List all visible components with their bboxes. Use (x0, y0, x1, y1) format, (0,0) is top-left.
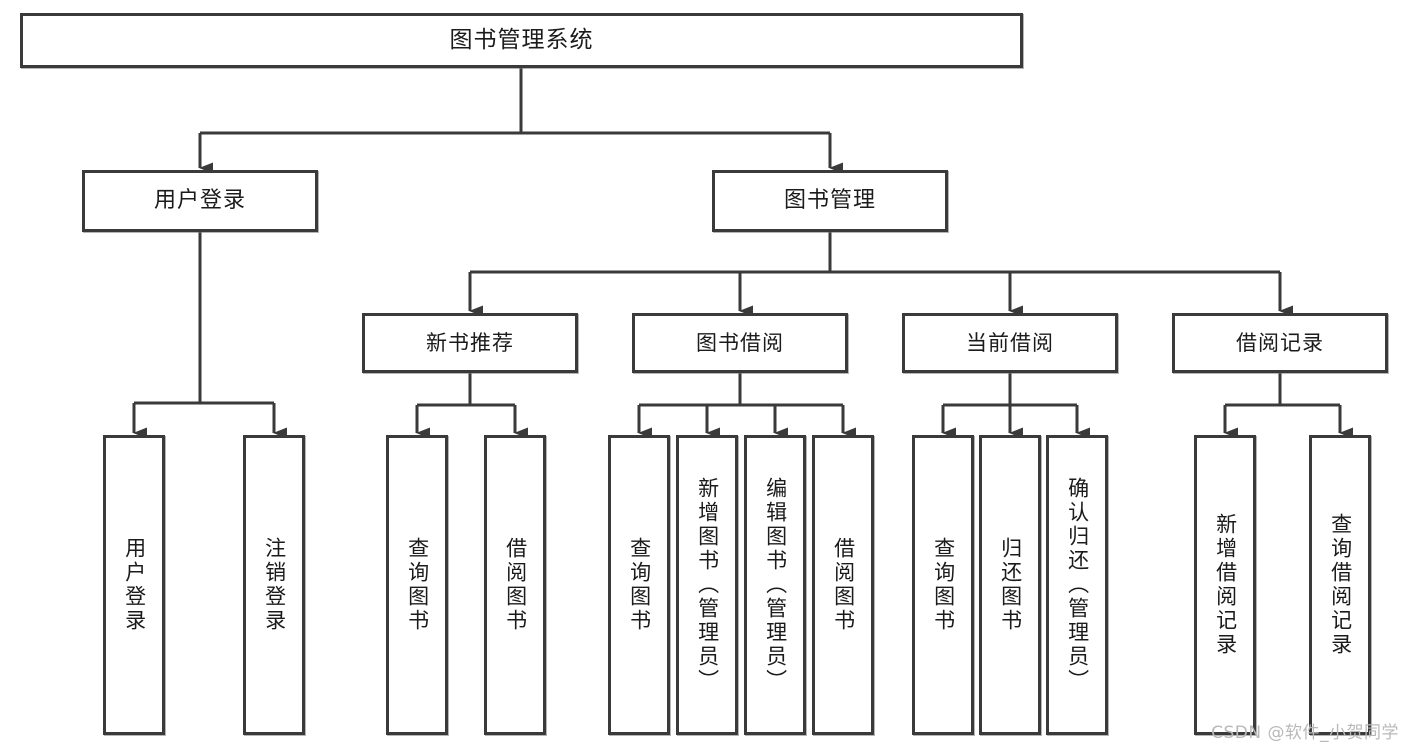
node-book-management[interactable]: 图书管理 (712, 170, 948, 232)
node-label: 编辑图书（管理员） (763, 477, 788, 693)
node-label: 借阅图书 (503, 537, 528, 633)
node-label: 新书推荐 (426, 330, 514, 355)
leaf-borrow-borrow-book[interactable]: 借阅图书 (812, 435, 874, 735)
node-label: 查询图书 (931, 537, 956, 633)
node-label: 当前借阅 (966, 330, 1054, 355)
node-current-borrow[interactable]: 当前借阅 (902, 313, 1118, 373)
leaf-user-login-login[interactable]: 用户登录 (103, 435, 165, 735)
node-root-system[interactable]: 图书管理系统 (20, 13, 1023, 68)
leaf-recommend-query-book[interactable]: 查询图书 (386, 435, 448, 735)
node-label: 图书管理系统 (449, 26, 594, 53)
node-label: 新增图书（管理员） (695, 477, 720, 693)
leaf-borrow-add-book-admin[interactable]: 新增图书（管理员） (676, 435, 738, 735)
node-label: 注销登录 (262, 537, 287, 633)
node-new-book-recommend[interactable]: 新书推荐 (362, 313, 578, 373)
node-label: 确认归还（管理员） (1065, 477, 1090, 693)
node-user-login[interactable]: 用户登录 (82, 170, 318, 232)
node-label: 图书管理 (783, 188, 876, 214)
node-label: 查询图书 (405, 537, 430, 633)
node-label: 图书借阅 (696, 330, 784, 355)
node-label: 用户登录 (153, 188, 246, 214)
leaf-borrow-query-book[interactable]: 查询图书 (608, 435, 670, 735)
node-label: 查询借阅记录 (1328, 513, 1353, 657)
node-label: 借阅记录 (1236, 330, 1324, 355)
csdn-watermark: CSDN @软件_小贺同学 (1211, 723, 1399, 743)
leaf-recommend-borrow-book[interactable]: 借阅图书 (484, 435, 546, 735)
node-label: 新增借阅记录 (1213, 513, 1238, 657)
leaf-record-add-record[interactable]: 新增借阅记录 (1194, 435, 1256, 735)
node-label: 用户登录 (122, 537, 147, 633)
leaf-user-login-logout[interactable]: 注销登录 (243, 435, 305, 735)
leaf-record-query-record[interactable]: 查询借阅记录 (1309, 435, 1371, 735)
leaf-current-return-book[interactable]: 归还图书 (979, 435, 1041, 735)
node-label: 查询图书 (627, 537, 652, 633)
node-label: 归还图书 (998, 537, 1023, 633)
node-label: 借阅图书 (831, 537, 856, 633)
node-borrow-record[interactable]: 借阅记录 (1172, 313, 1388, 373)
leaf-current-query-book[interactable]: 查询图书 (912, 435, 974, 735)
node-book-borrow[interactable]: 图书借阅 (632, 313, 848, 373)
leaf-borrow-edit-book-admin[interactable]: 编辑图书（管理员） (744, 435, 806, 735)
leaf-current-confirm-return-admin[interactable]: 确认归还（管理员） (1046, 435, 1108, 735)
